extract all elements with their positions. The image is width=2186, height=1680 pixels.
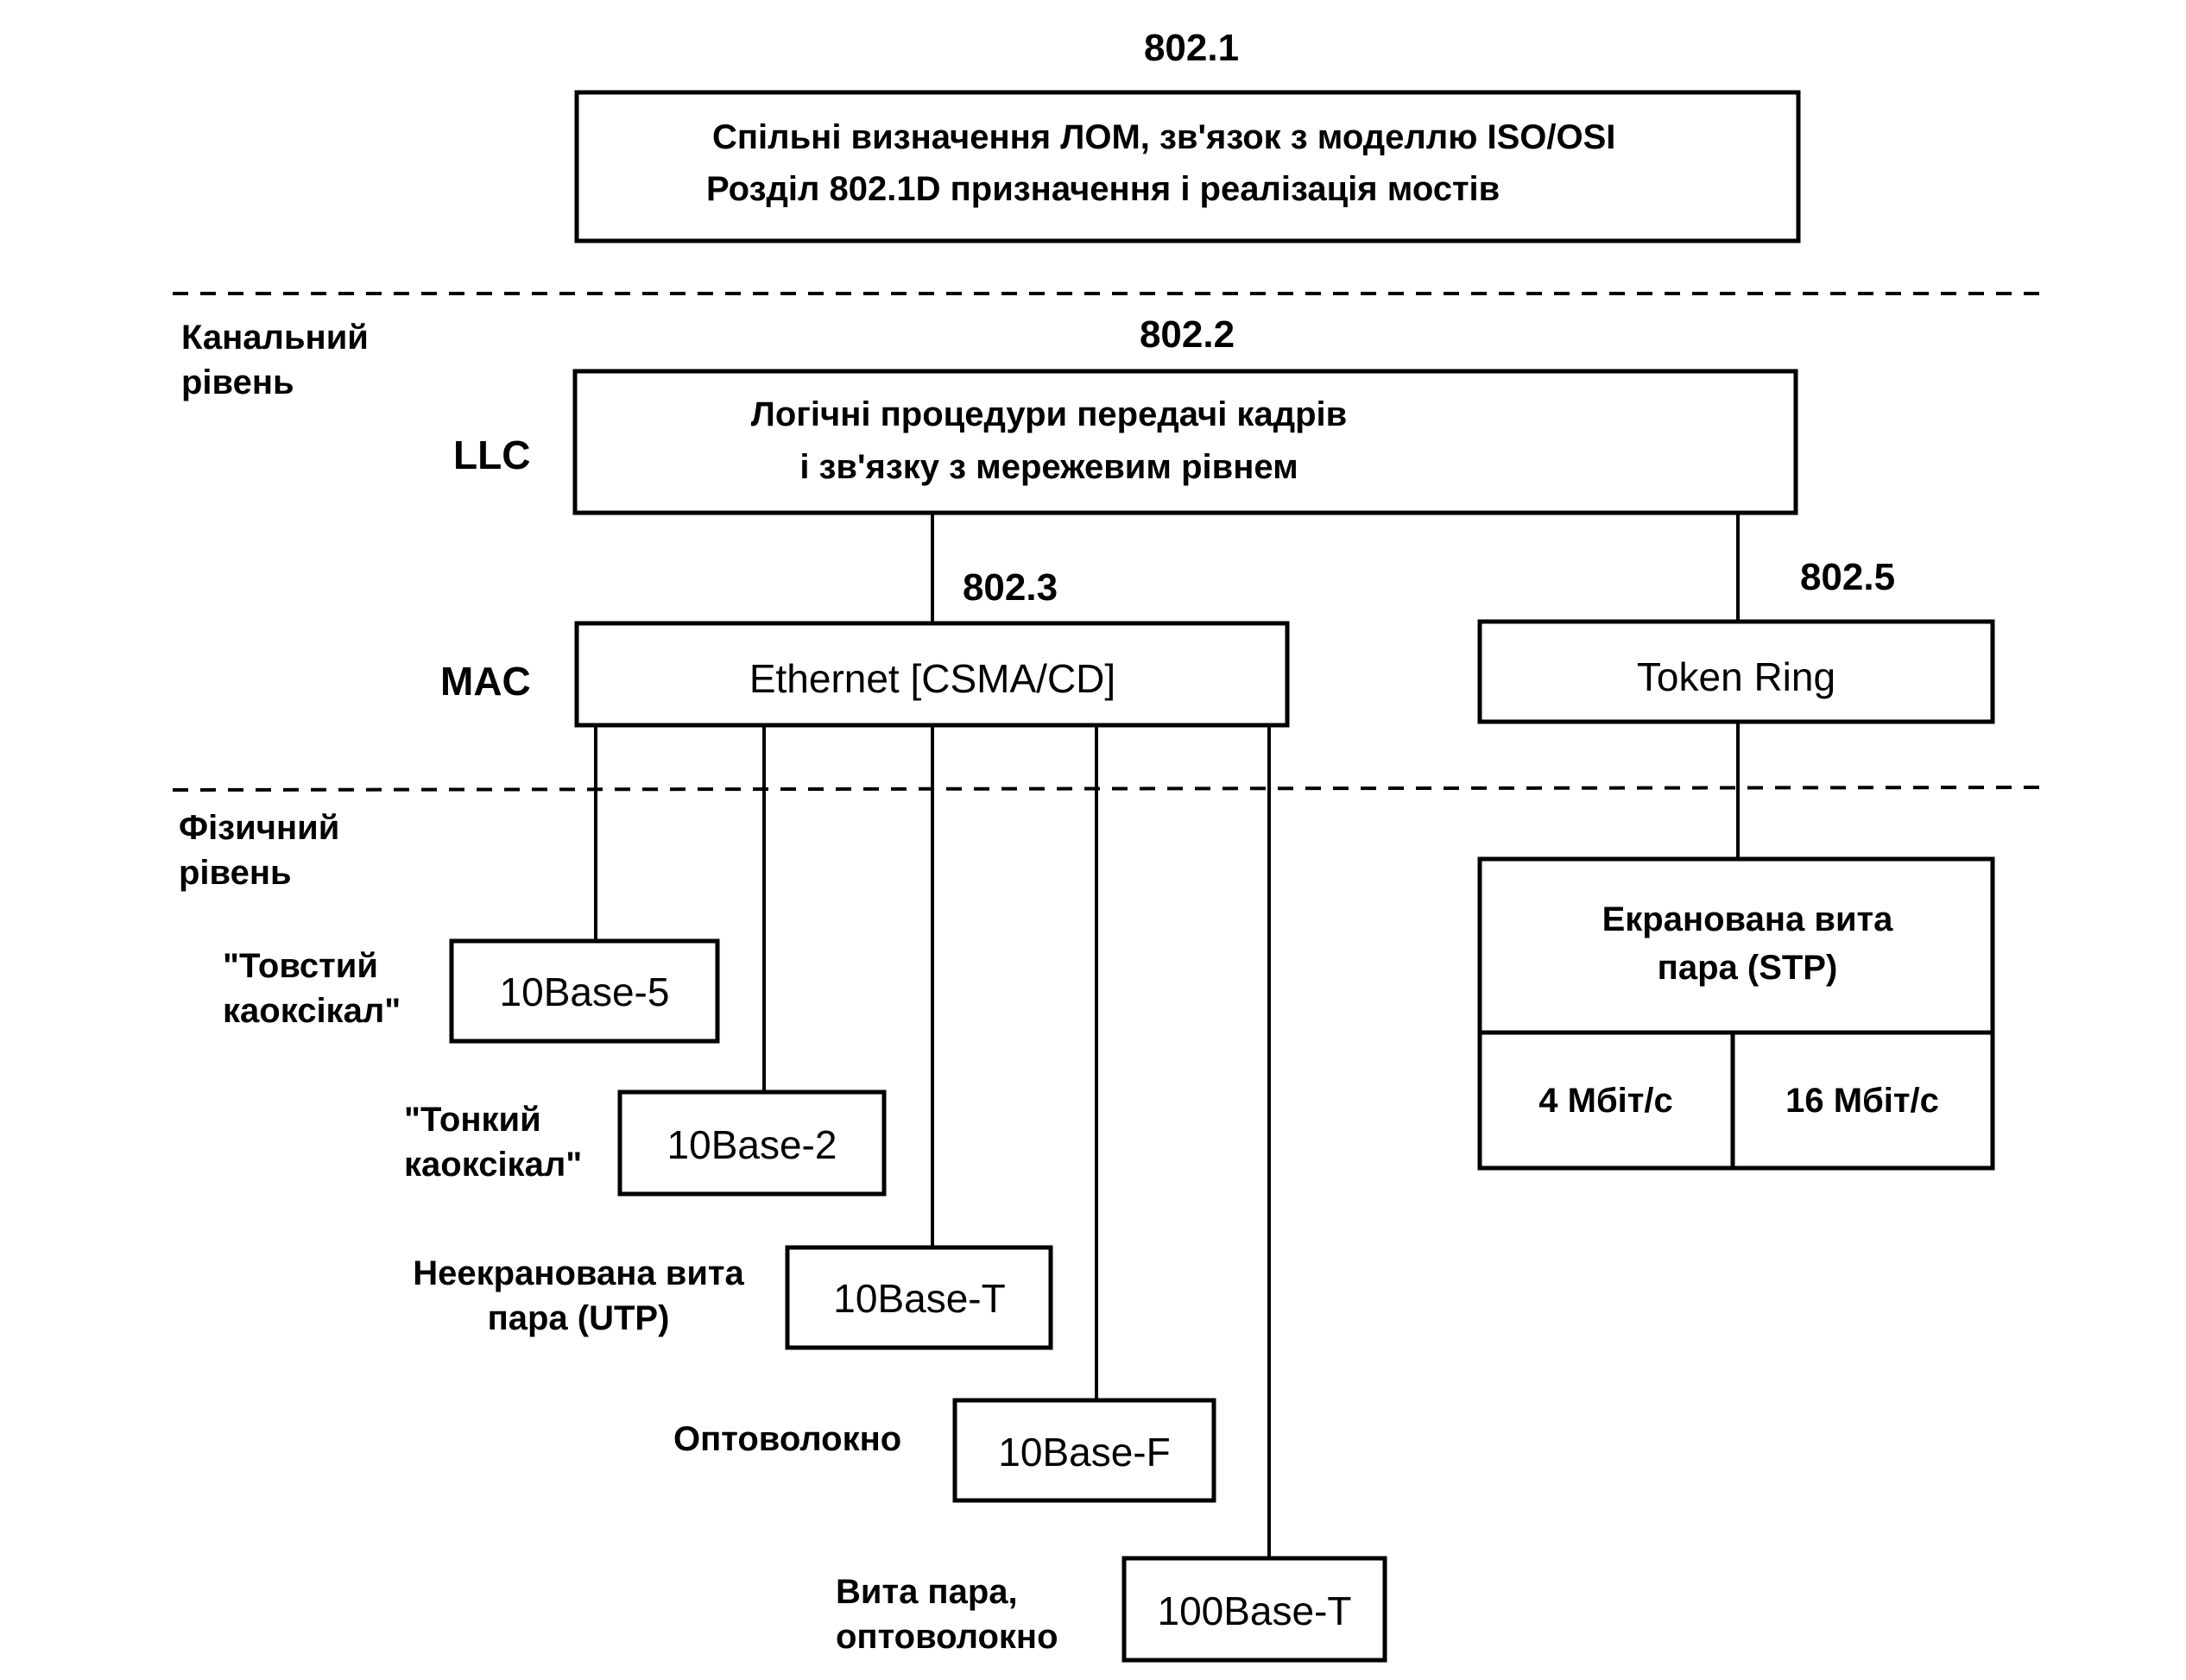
media-box-100baset-label: 100Base-T <box>1157 1588 1351 1633</box>
stp-box-line2: пара (STP) <box>1658 949 1838 987</box>
data-link-layer-label-line2: рівень <box>181 363 294 401</box>
media-box-10baset <box>785 1245 1053 1350</box>
media-box-10basef <box>952 1398 1216 1503</box>
stp-speed-16mbit: 16 Мбіт/с <box>1785 1082 1939 1120</box>
media-label-10basef-line1: Оптоволокно <box>673 1420 901 1458</box>
physical-layer-label-line2: рівень <box>179 854 292 892</box>
token-ring-box-label: Token Ring <box>1637 654 1835 699</box>
llc-box <box>572 369 1798 515</box>
standard-802-5-label: 802.5 <box>1800 556 1895 598</box>
media-box-10baset-label: 10Base-T <box>833 1276 1005 1321</box>
media-label-10base5-line1: "Товстий <box>223 947 378 985</box>
physical-layer-label-line1: Фізичний <box>179 809 339 847</box>
media-box-100baset <box>1121 1556 1387 1663</box>
llc-box-line1: Логічні процедури передачі кадрів <box>751 395 1347 433</box>
media-label-10baset-line1: Неекранована вита <box>413 1254 744 1292</box>
separator-bottom <box>172 786 2047 792</box>
media-box-10base2-label: 10Base-2 <box>667 1122 837 1167</box>
ethernet-box <box>574 621 1290 728</box>
llc-box-line2: і зв'язку з мережевим рівнем <box>799 448 1298 486</box>
box-802-1-line2: Розділ 802.1D призначення і реалізація м… <box>706 170 1500 208</box>
media-label-10base2-line2: каоксікал" <box>404 1146 582 1184</box>
stp-box-line1: Екранована вита <box>1602 900 1894 938</box>
standard-802-1-label: 802.1 <box>1144 27 1239 69</box>
mac-sublayer-label: MAC <box>440 659 531 704</box>
standard-802-2-label: 802.2 <box>1140 313 1235 356</box>
media-box-10base5-label: 10Base-5 <box>500 969 670 1014</box>
media-box-10base5 <box>449 938 720 1044</box>
media-label-100baset-line1: Вита пара, <box>836 1573 1018 1611</box>
box-802-1-line1: Спільні визначення ЛОМ, зв'язок з моделл… <box>712 118 1615 156</box>
ethernet-box-label: Ethernet [CSMA/CD] <box>749 656 1115 701</box>
media-label-10baset-line2: пара (UTP) <box>488 1299 670 1337</box>
stp-speed-4mbit: 4 Мбіт/с <box>1538 1082 1672 1120</box>
data-link-layer-label-line1: Канальний <box>181 319 369 357</box>
media-box-10basef-label: 10Base-F <box>998 1430 1170 1475</box>
standard-802-3-label: 802.3 <box>963 566 1058 609</box>
llc-sublayer-label: LLC <box>453 433 530 477</box>
media-label-10base5-line2: каоксікал" <box>223 992 401 1030</box>
media-label-10base2-line1: "Тонкий <box>404 1101 541 1139</box>
media-box-10base2 <box>617 1089 887 1197</box>
stp-box <box>1477 856 1995 1171</box>
media-label-100baset-line2: оптоволокно <box>836 1618 1058 1656</box>
box-802-1 <box>574 90 1801 243</box>
